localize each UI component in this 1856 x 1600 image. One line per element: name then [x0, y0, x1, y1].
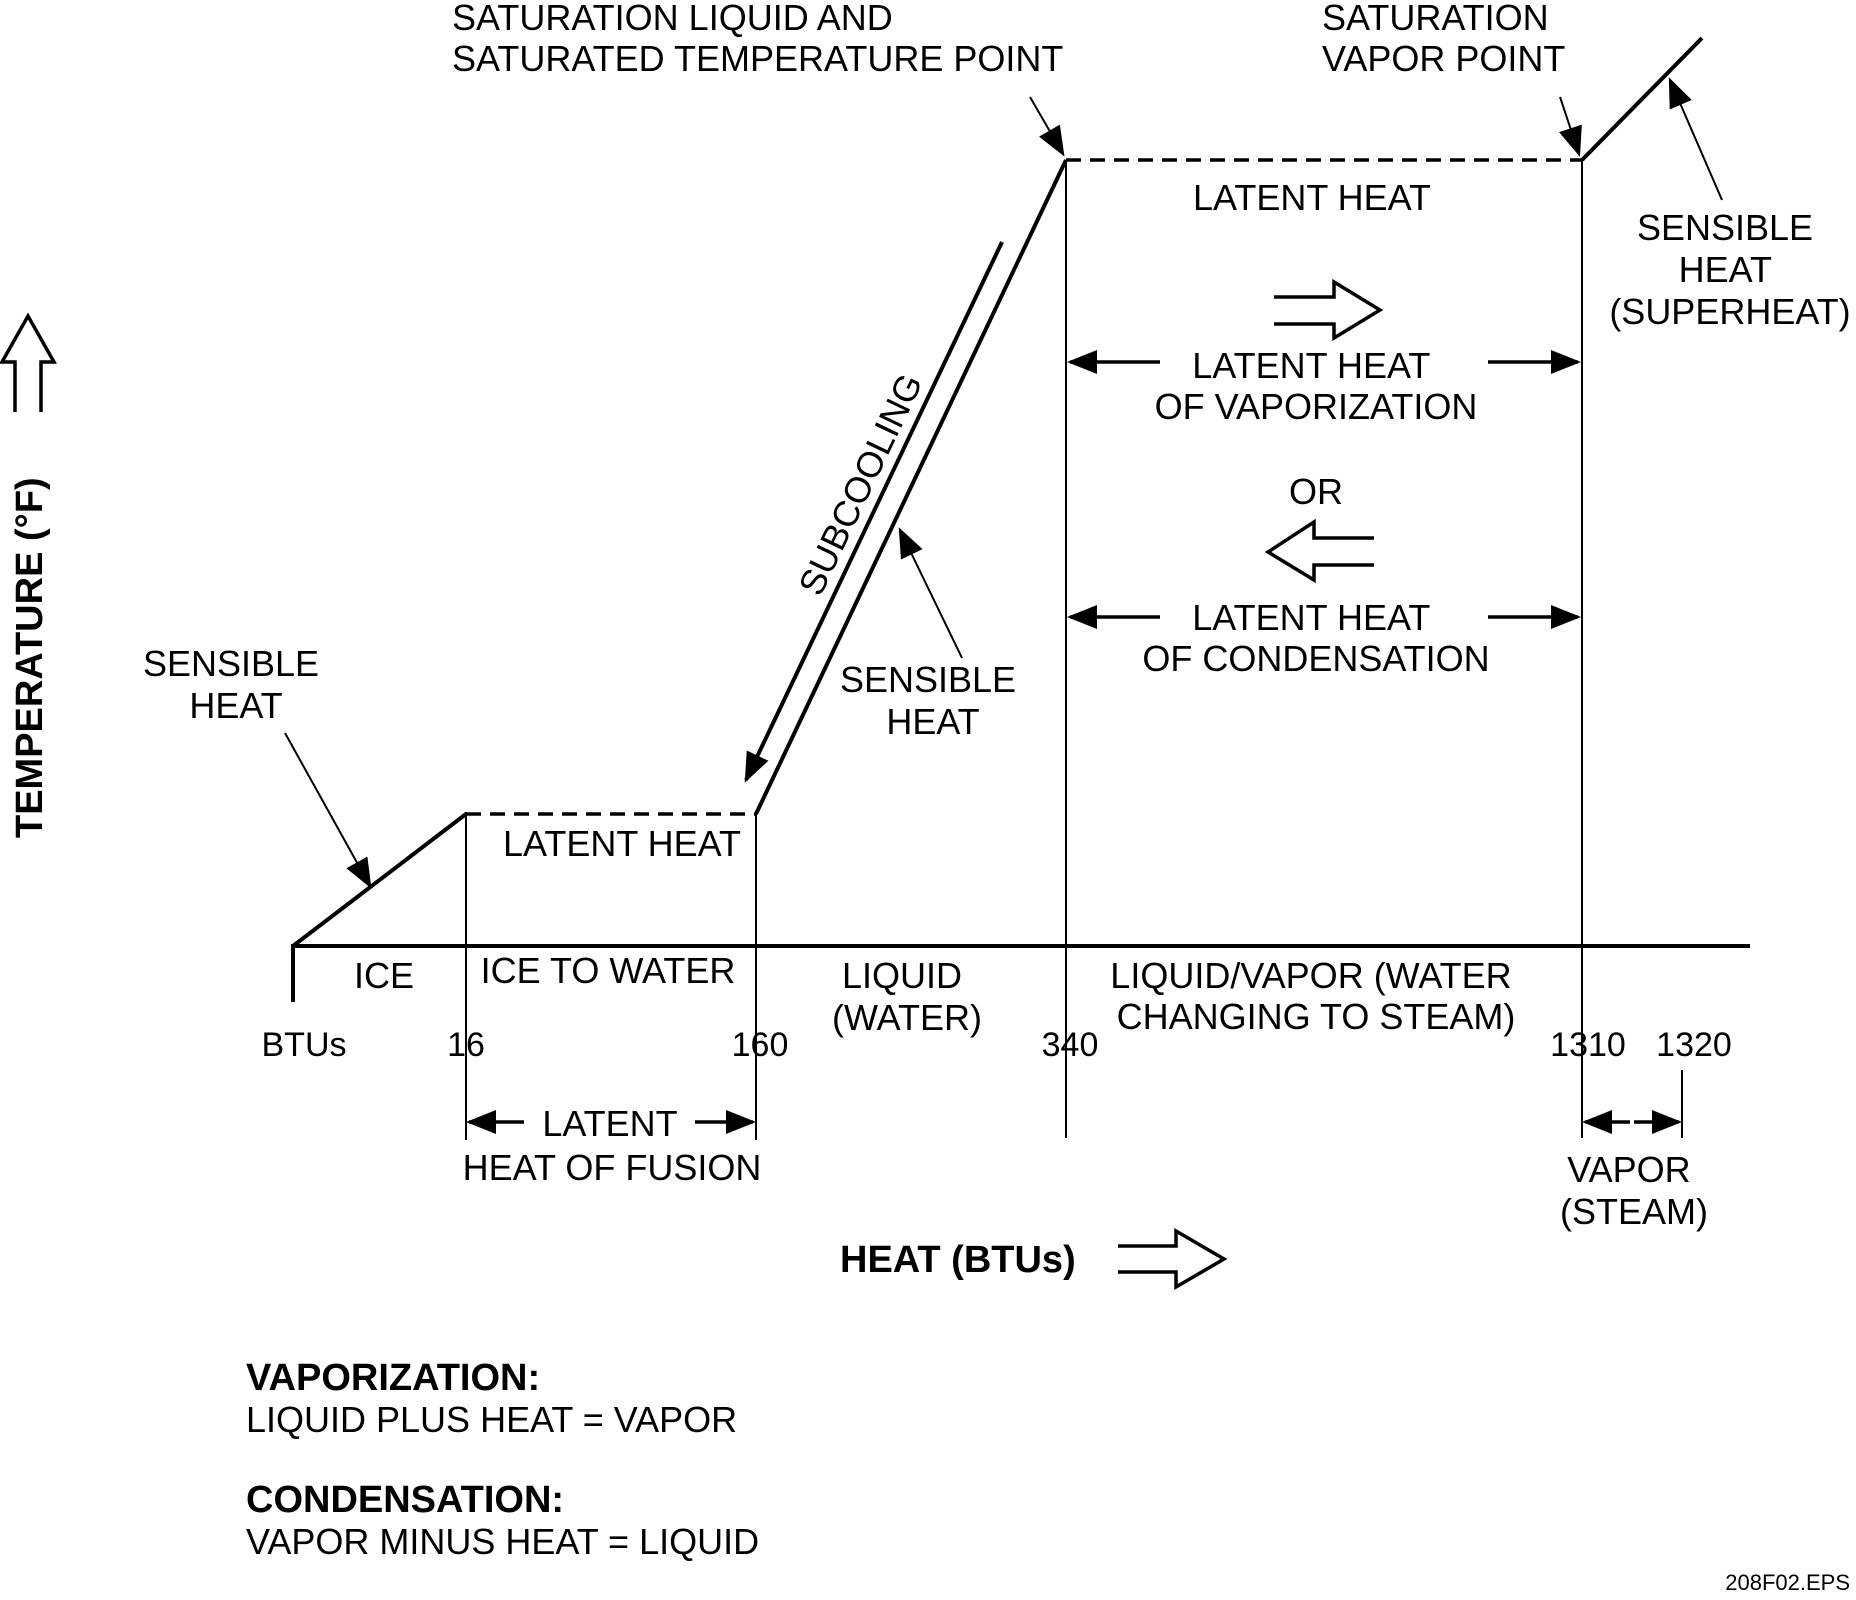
- superheat-leader: [1668, 77, 1723, 201]
- hollow-right-arrow-icon: [1274, 278, 1384, 342]
- tick-1320: 1320: [1656, 1026, 1732, 1064]
- tick-origin: BTUs: [262, 1026, 347, 1064]
- sensible-heat-left-label: SENSIBLE HEAT: [143, 643, 329, 726]
- sensible-superheat-line-3: (SUPERHEAT): [1609, 291, 1850, 332]
- tick-1310: 1310: [1550, 1026, 1626, 1064]
- condensation-title: CONDENSATION:: [246, 1479, 564, 1521]
- sensible-heat-mid-leader: [898, 527, 963, 659]
- region-liquid-line-2: (WATER): [832, 997, 982, 1038]
- sensible-heat-mid-label: SENSIBLE HEAT: [840, 659, 1026, 742]
- saturation-vapor-leader: [1559, 96, 1582, 157]
- file-id: 208F02.EPS: [1725, 1570, 1850, 1595]
- region-ice: ICE: [354, 955, 414, 996]
- vapor-steam-line-2: (STEAM): [1560, 1191, 1708, 1232]
- vaporization-text: LIQUID PLUS HEAT = VAPOR: [246, 1399, 737, 1440]
- latent-fusion-line-1: LATENT: [542, 1103, 677, 1144]
- saturation-vapor-line-1: SATURATION: [1322, 0, 1549, 38]
- latent-condensation-line-1: LATENT HEAT: [1192, 597, 1430, 638]
- sensible-heat-mid-line-2: HEAT: [886, 701, 979, 742]
- saturation-vapor-line-2: VAPOR POINT: [1322, 38, 1565, 79]
- sensible-heat-left-line-1: SENSIBLE: [143, 643, 319, 684]
- tick-16: 16: [447, 1026, 485, 1064]
- vapor-steam-line-1: VAPOR: [1567, 1149, 1690, 1190]
- sensible-superheat-label: SENSIBLE HEAT (SUPERHEAT): [1609, 207, 1850, 332]
- tick-160: 160: [732, 1026, 789, 1064]
- subcooling-label: SUBCOOLING: [790, 367, 930, 601]
- saturation-liquid-label: SATURATION LIQUID AND SATURATED TEMPERAT…: [452, 0, 1063, 79]
- y-axis-label: TEMPERATURE (°F): [9, 477, 51, 838]
- or-label: OR: [1289, 471, 1343, 512]
- saturation-liquid-leader: [1029, 96, 1065, 157]
- region-ice-to-water: ICE TO WATER: [481, 950, 736, 991]
- condensation-text: VAPOR MINUS HEAT = LIQUID: [246, 1521, 759, 1562]
- x-axis-label: HEAT (BTUs): [840, 1239, 1076, 1281]
- ice-sensible-heat-line: [291, 812, 468, 948]
- saturation-liquid-line-2: SATURATED TEMPERATURE POINT: [452, 38, 1063, 79]
- sensible-heat-left-line-2: HEAT: [189, 685, 282, 726]
- region-liquid-vapor: LIQUID/VAPOR (WATER CHANGING TO STEAM): [1110, 955, 1521, 1037]
- saturation-liquid-line-1: SATURATION LIQUID AND: [452, 0, 893, 38]
- sensible-heat-mid-line-1: SENSIBLE: [840, 659, 1016, 700]
- heat-right-arrow-icon: [1118, 1227, 1228, 1291]
- region-liquid: LIQUID (WATER): [832, 955, 982, 1038]
- vaporization-title: VAPORIZATION:: [246, 1357, 540, 1399]
- latent-heat-high-label: LATENT HEAT: [1193, 177, 1431, 218]
- latent-vaporization-line-2: OF VAPORIZATION: [1155, 386, 1478, 427]
- vapor-steam-label: VAPOR (STEAM): [1560, 1149, 1708, 1232]
- sensible-heat-left-leader: [284, 732, 372, 889]
- latent-condensation-label: LATENT HEAT OF CONDENSATION: [1142, 597, 1489, 679]
- tick-340: 340: [1042, 1026, 1099, 1064]
- superheat-line: [1580, 36, 1704, 162]
- sensible-superheat-line-1: SENSIBLE: [1637, 207, 1813, 248]
- saturation-vapor-label: SATURATION VAPOR POINT: [1322, 0, 1565, 79]
- region-liquid-vapor-line-2: CHANGING TO STEAM): [1117, 996, 1516, 1037]
- latent-fusion-line-2: HEAT OF FUSION: [463, 1147, 762, 1188]
- region-liquid-line-1: LIQUID: [842, 955, 962, 996]
- latent-heat-low-label: LATENT HEAT: [503, 823, 741, 864]
- subcooling-arrow: [744, 241, 1004, 783]
- region-liquid-vapor-line-1: LIQUID/VAPOR (WATER: [1110, 955, 1511, 996]
- hollow-left-arrow-icon: [1264, 518, 1374, 584]
- sensible-superheat-line-2: HEAT: [1679, 249, 1772, 290]
- latent-vaporization-line-1: LATENT HEAT: [1192, 345, 1430, 386]
- latent-condensation-line-2: OF CONDENSATION: [1142, 638, 1489, 679]
- liquid-sensible-heat-line: [754, 159, 1068, 815]
- temperature-up-arrow-icon: [0, 312, 57, 412]
- latent-vaporization-label: LATENT HEAT OF VAPORIZATION: [1155, 345, 1478, 427]
